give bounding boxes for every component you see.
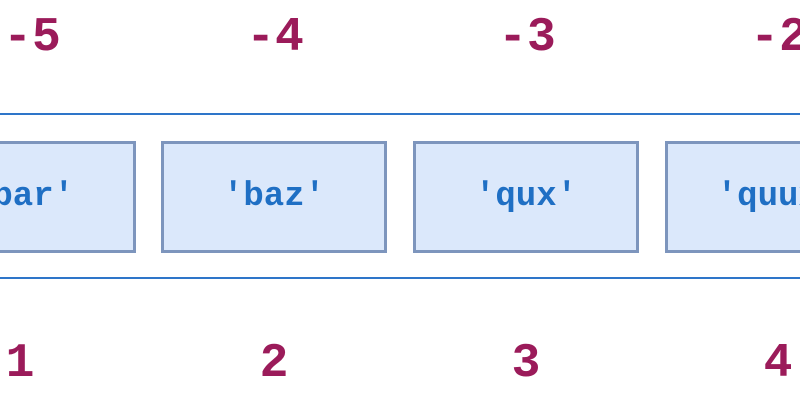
list-band (0, 113, 800, 279)
list-cell: 'qux' (413, 141, 639, 253)
negative-index: -2 (750, 11, 800, 65)
list-cell: 'quux' (665, 141, 800, 253)
positive-index: 1 (5, 337, 35, 391)
list-cell: 'bar' (0, 141, 136, 253)
positive-index: 3 (511, 337, 541, 391)
positive-index: 4 (763, 337, 793, 391)
negative-index: -5 (3, 11, 61, 65)
negative-index: -3 (498, 11, 556, 65)
positive-index: 2 (259, 337, 289, 391)
negative-index: -4 (246, 11, 304, 65)
list-cell: 'baz' (161, 141, 387, 253)
